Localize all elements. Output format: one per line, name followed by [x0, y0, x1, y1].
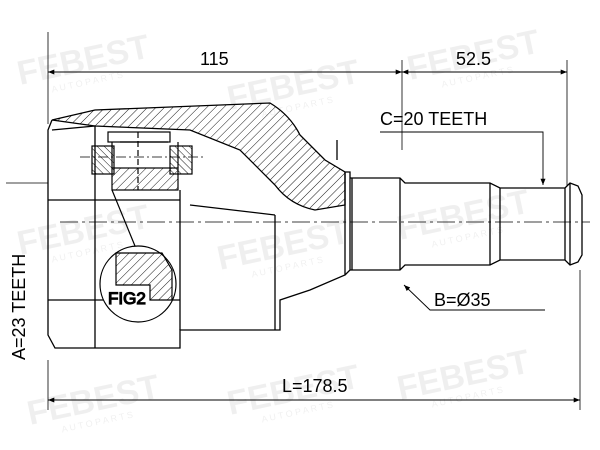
- shaft-collar: [344, 171, 351, 276]
- extension-lines: [6, 32, 581, 410]
- stub-shaft: [336, 140, 583, 276]
- watermark-logo: FEBEST A U T O P A R T S: [24, 368, 163, 435]
- tripod-hub: [111, 167, 179, 191]
- fig2-section: [115, 252, 173, 301]
- watermark-layer: FEBEST A U T O P A R T S FEBEST A U T O …: [14, 23, 543, 435]
- watermark-logo: FEBEST A U T O P A R T S: [14, 28, 153, 95]
- shaft-body: [350, 177, 583, 271]
- dimension-housing-length: 115: [48, 49, 402, 75]
- dimension-text-115: 115: [200, 49, 229, 69]
- fig2-leader: [111, 189, 136, 247]
- fig2-label: FIG2: [108, 289, 146, 308]
- fig2-detail: FIG2: [99, 189, 177, 323]
- dimension-total-length: L=178.5: [48, 376, 580, 403]
- watermark-logo: FEBEST A U T O P A R T S: [214, 213, 353, 280]
- callout-stub-diameter: B=Ø35: [403, 284, 545, 311]
- watermark-logo: FEBEST A U T O P A R T S: [394, 183, 533, 250]
- dimension-text-total: L=178.5: [282, 376, 348, 396]
- callout-stub-teeth: C=20 TEETH: [380, 109, 546, 185]
- roller-top: [107, 131, 171, 143]
- callout-leader-stub-diameter: [403, 284, 545, 311]
- watermark-logo: FEBEST A U T O P A R T S: [394, 343, 533, 410]
- callout-text-inner-teeth: A=23 TEETH: [9, 254, 29, 360]
- housing: [47, 102, 346, 349]
- dimension-stub-length: 52.5: [402, 49, 567, 75]
- callout-inner-teeth: A=23 TEETH: [9, 254, 29, 360]
- tripod-bearing: [80, 131, 205, 191]
- callout-text-stub-diameter: B=Ø35: [434, 290, 491, 310]
- dimension-text-52-5: 52.5: [456, 49, 491, 69]
- callout-leader-stub-teeth: [380, 131, 546, 185]
- callout-text-stub-teeth: C=20 TEETH: [380, 109, 487, 129]
- roller-left: [91, 145, 115, 175]
- roller-right: [169, 145, 193, 175]
